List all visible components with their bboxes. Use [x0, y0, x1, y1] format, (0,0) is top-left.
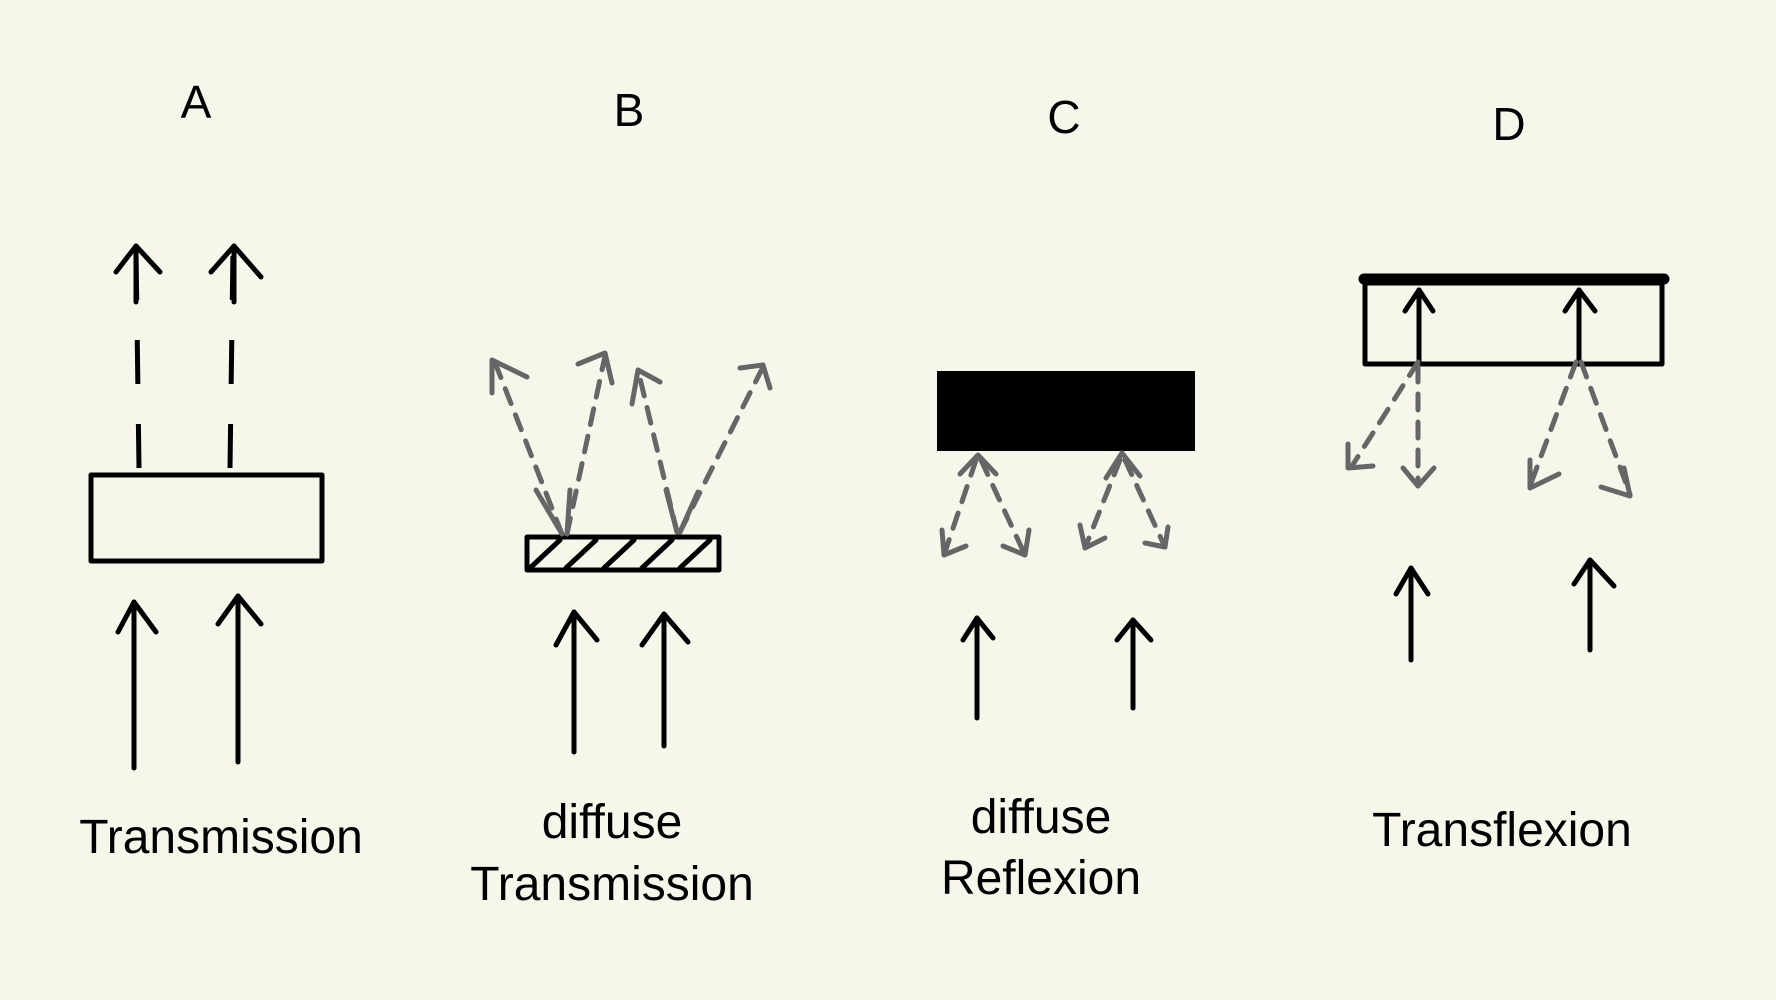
panel-a-transmitted-ray-2 — [208, 243, 264, 469]
panel-d-caption: Transflexion — [1372, 804, 1632, 857]
panel-c-caption-line-2: Reflexion — [941, 852, 1141, 905]
panel-c-reflected-ray-2 — [978, 457, 1032, 558]
panel-c: C diffuse — [937, 91, 1195, 905]
panel-b: B — [470, 84, 773, 911]
panel-c-reflected-ray-3 — [1077, 450, 1143, 551]
panel-b-scatter-foot-3 — [663, 487, 680, 535]
panel-b-scattered-ray-2 — [564, 350, 615, 537]
panel-b-scatter-foot-1 — [533, 487, 565, 537]
panel-d-through-ray-2 — [1562, 287, 1598, 367]
panel-b-scattered-ray-1 — [489, 357, 565, 537]
panel-d-sample — [1362, 280, 1665, 367]
panel-a-sample — [88, 472, 325, 564]
panel-d-through-ray-1 — [1402, 287, 1436, 367]
panel-b-incident-ray-2 — [639, 611, 691, 749]
panel-d-incident-ray-1 — [1393, 565, 1431, 663]
panel-b-letter: B — [614, 84, 645, 136]
panel-a: A Transmission — [79, 76, 363, 864]
panel-d-letter: D — [1492, 98, 1525, 150]
panel-a-caption: Transmission — [79, 811, 363, 864]
panel-b-caption-line-1: diffuse — [542, 796, 683, 849]
panel-c-letter: C — [1047, 91, 1080, 143]
panel-b-diffuser-sample — [524, 534, 722, 573]
panel-a-letter: A — [181, 76, 212, 128]
panel-d-scattered-ray-2 — [1400, 363, 1437, 489]
panel-d-scattered-ray-4 — [1578, 359, 1633, 499]
panel-a-incident-ray-2 — [215, 593, 264, 765]
panel-d-incident-ray-2 — [1571, 557, 1617, 653]
panel-c-incident-ray-2 — [1114, 617, 1154, 711]
panel-d-scattered-ray-3 — [1527, 359, 1579, 491]
panel-c-reflected-ray-4 — [1122, 457, 1171, 550]
panel-d: D — [1345, 98, 1670, 857]
panel-c-caption-line-1: diffuse — [971, 791, 1112, 844]
panel-b-caption-line-2: Transmission — [470, 858, 754, 911]
panel-b-scatter-foot-2 — [564, 487, 573, 537]
panel-a-transmitted-ray-1 — [113, 243, 163, 469]
panel-d-scattered-ray-1 — [1345, 359, 1421, 471]
panel-c-incident-ray-1 — [960, 615, 996, 721]
panel-b-scatter-foot-4 — [677, 489, 701, 535]
panel-a-incident-ray-1 — [115, 599, 159, 771]
panel-c-reflected-ray-1 — [939, 452, 999, 558]
panel-b-incident-ray-1 — [553, 609, 600, 755]
panel-c-opaque-sample — [937, 371, 1195, 451]
